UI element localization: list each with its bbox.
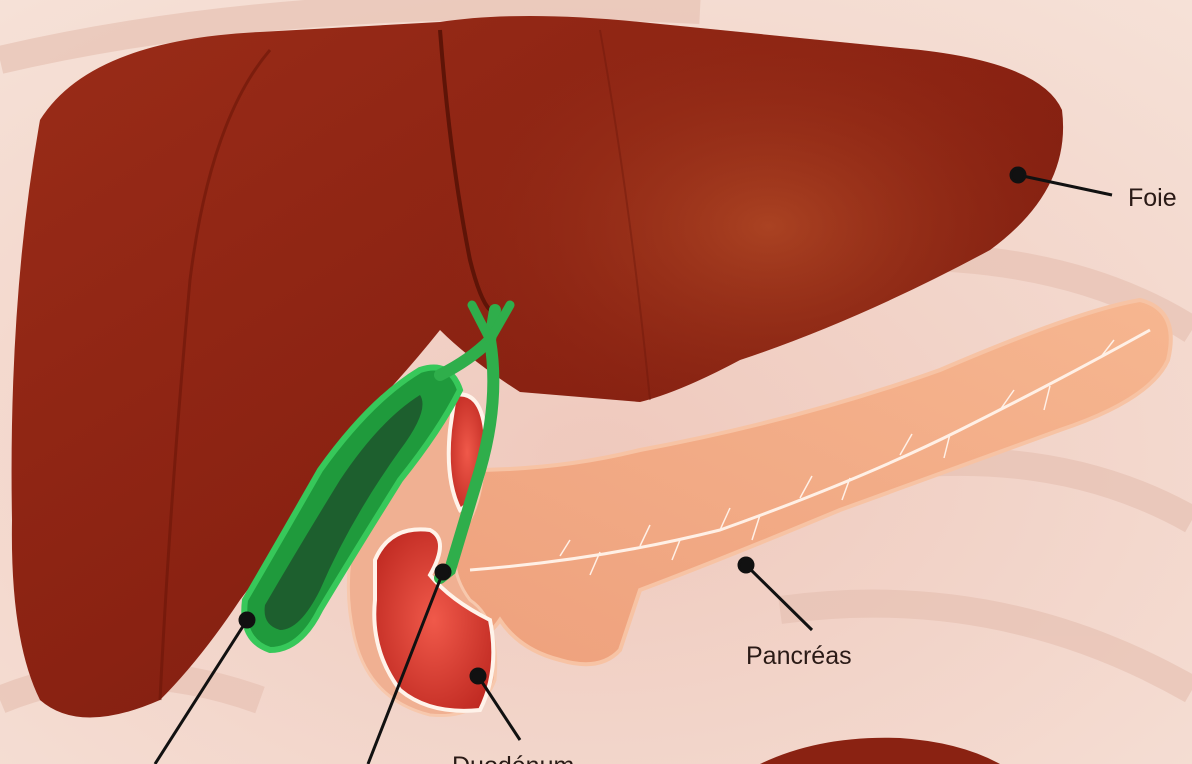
duodenum-pointer-dot (471, 669, 485, 683)
label-duodenum: Duodénum (452, 752, 574, 764)
label-liver: Foie (1128, 184, 1177, 212)
liver-pointer-dot (1011, 168, 1025, 182)
bile-duct-pointer-dot (436, 565, 450, 579)
label-pancreas: Pancréas (746, 642, 852, 670)
gallbladder-pointer-dot (240, 613, 254, 627)
pancreas-pointer-dot (739, 558, 753, 572)
